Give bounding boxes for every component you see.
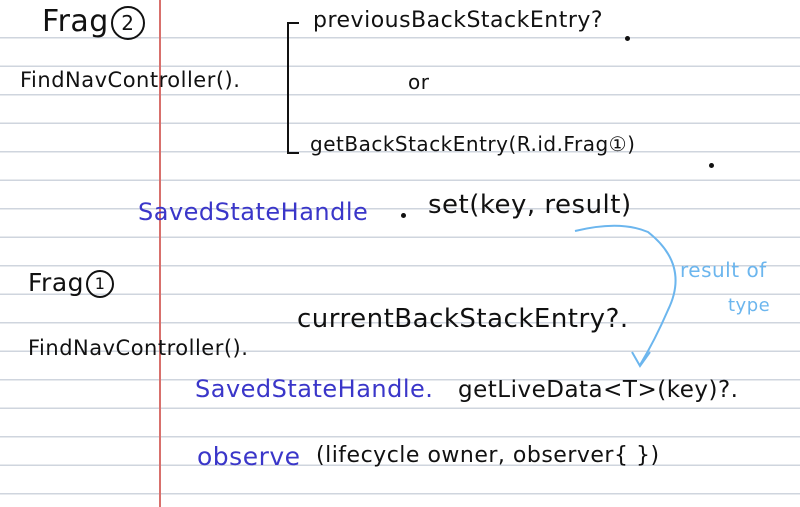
choice-bracket xyxy=(287,22,299,154)
or-label: or xyxy=(408,70,430,94)
frag2-heading-number: 2 xyxy=(110,5,145,40)
observe-call: observe xyxy=(197,442,301,471)
set-key-result: set(key, result) xyxy=(428,190,632,220)
previous-back-stack-entry: previousBackStackEntry? xyxy=(313,8,604,33)
dot-mark xyxy=(625,36,630,41)
frag2-heading-label: Frag xyxy=(42,4,109,39)
observe-arguments: (lifecycle owner, observer{ }) xyxy=(316,443,660,468)
dot-mark xyxy=(401,213,406,218)
dot-mark xyxy=(709,163,714,168)
frag1-heading-number: 1 xyxy=(86,270,115,298)
frag1-find-nav-controller: FindNavController(). xyxy=(28,336,249,360)
current-back-stack-entry: currentBackStackEntry?. xyxy=(297,304,629,334)
get-live-data: getLiveData<T>(key)?. xyxy=(458,377,739,403)
frag2-saved-state-handle: SavedStateHandle xyxy=(138,198,369,226)
frag1-heading-label: Frag xyxy=(28,268,85,297)
red-margin-line xyxy=(159,0,161,507)
get-back-stack-entry: getBackStackEntry(R.id.Frag①) xyxy=(310,132,636,156)
annotation-result-of: result of xyxy=(680,258,767,282)
annotation-type: type xyxy=(728,295,771,316)
frag2-find-nav-controller: FindNavController(). xyxy=(20,68,241,92)
frag1-saved-state-handle: SavedStateHandle. xyxy=(195,375,434,403)
